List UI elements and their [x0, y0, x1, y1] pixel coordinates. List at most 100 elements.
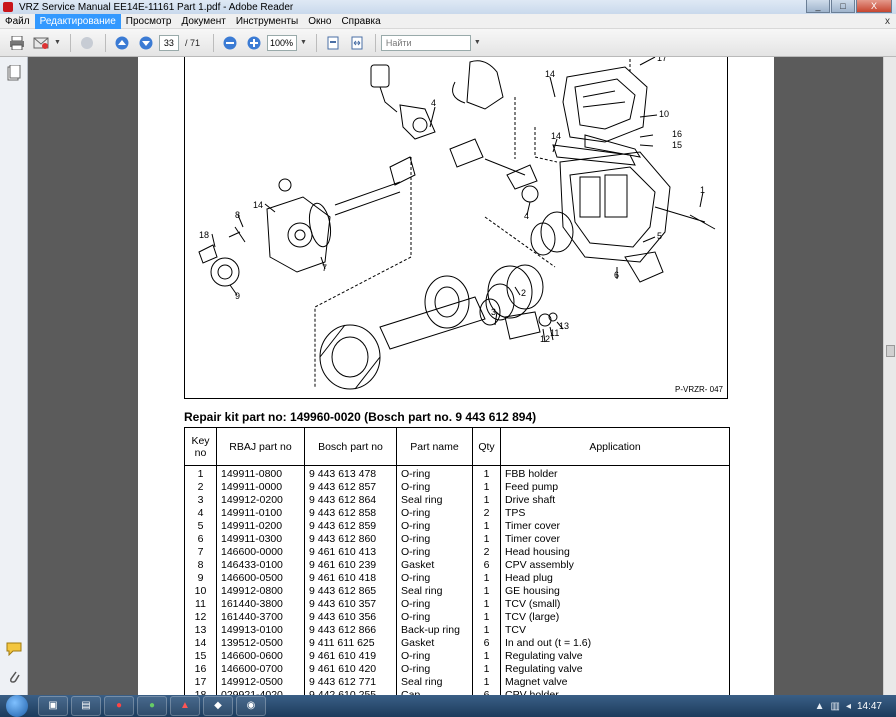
- cell-bosch-part: 9 443 612 864: [304, 494, 397, 507]
- menu-tools[interactable]: Инструменты: [235, 15, 299, 27]
- document-view[interactable]: 17 14 4 10 14 16 15 1 14 8 18 7 9 4 5 6 …: [28, 57, 883, 695]
- close-document-button[interactable]: x: [885, 15, 890, 27]
- callout-label: 15: [672, 140, 683, 150]
- col-rbaj-part: RBAJ part no: [216, 427, 305, 466]
- zoom-out-icon[interactable]: [219, 33, 241, 53]
- vertical-scrollbar[interactable]: [883, 57, 896, 695]
- fit-width-icon[interactable]: [346, 33, 368, 53]
- chevron-down-icon[interactable]: ▼: [54, 39, 61, 46]
- taskbar-explorer-icon[interactable]: ▣: [38, 696, 68, 716]
- callout-label: 14: [253, 200, 264, 210]
- cell-key-no: 1: [184, 465, 217, 481]
- cell-application: Drive shaft: [500, 494, 730, 507]
- start-button[interactable]: [6, 695, 28, 717]
- col-part-name: Part name: [396, 427, 473, 466]
- cell-rbaj-part: 146600-0000: [216, 546, 305, 559]
- pages-icon[interactable]: [6, 64, 22, 81]
- comment-icon[interactable]: [6, 642, 22, 658]
- zoom-level-input[interactable]: 100%: [266, 34, 297, 51]
- minimize-button[interactable]: _: [806, 0, 830, 13]
- cell-bosch-part: 9 443 612 865: [304, 585, 397, 598]
- network-icon[interactable]: ▥: [830, 700, 840, 712]
- callout-label: 4: [524, 211, 530, 221]
- cell-application: CPV holder: [500, 689, 730, 695]
- cell-qty: 1: [472, 465, 501, 481]
- arrow-up-icon[interactable]: [111, 33, 133, 53]
- maximize-button[interactable]: □: [831, 0, 855, 13]
- cell-application: Head housing: [500, 546, 730, 559]
- cell-bosch-part: 9 443 610 357: [304, 598, 397, 611]
- taskbar-opera-icon[interactable]: ●: [104, 696, 134, 716]
- adobe-reader-icon: [3, 2, 13, 12]
- callout-label: 12: [540, 334, 551, 344]
- taskbar-folder-icon[interactable]: ▤: [71, 696, 101, 716]
- zoom-dropdown-icon[interactable]: ▼: [299, 39, 307, 46]
- callout-label: 18: [199, 230, 210, 240]
- cell-key-no: 9: [184, 572, 217, 585]
- zoom-in-icon[interactable]: [243, 33, 265, 53]
- system-tray: ▲ ▥ ◂ 14:47: [815, 695, 896, 717]
- cell-qty: 1: [472, 598, 501, 611]
- menu-help[interactable]: Справка: [341, 15, 381, 27]
- cell-key-no: 7: [184, 546, 217, 559]
- menu-edit[interactable]: Редактирование: [34, 13, 121, 29]
- arrow-down-icon[interactable]: [135, 33, 157, 53]
- fit-page-icon[interactable]: [322, 33, 344, 53]
- cell-qty: 1: [472, 585, 501, 598]
- cell-key-no: 13: [184, 624, 217, 637]
- cell-rbaj-part: 149911-0800: [216, 465, 305, 481]
- cell-application: Regulating valve: [500, 650, 730, 663]
- tray-arrow-icon[interactable]: ▲: [814, 700, 825, 712]
- window-title: VRZ Service Manual EE14E-11161 Part 1.pd…: [19, 1, 294, 13]
- cell-rbaj-part: 149911-0000: [216, 481, 305, 494]
- cell-key-no: 12: [184, 611, 217, 624]
- search-dropdown-icon[interactable]: ▼: [473, 39, 481, 46]
- menu-file[interactable]: Файл: [5, 15, 30, 27]
- print-icon[interactable]: [6, 33, 28, 53]
- cell-application: TCV (small): [500, 598, 730, 611]
- email-icon[interactable]: [30, 33, 52, 53]
- taskbar-app-icon[interactable]: ◉: [236, 696, 266, 716]
- volume-icon[interactable]: ◂: [845, 700, 851, 712]
- menu-view[interactable]: Просмотр: [125, 15, 172, 27]
- taskbar-app-icon[interactable]: ◆: [203, 696, 233, 716]
- cell-qty: 1: [472, 533, 501, 546]
- page-number-input[interactable]: 33: [158, 34, 179, 51]
- search-input[interactable]: Найти: [380, 34, 471, 51]
- cell-application: In and out (t = 1.6): [500, 637, 730, 650]
- cell-qty: 1: [472, 572, 501, 585]
- callout-label: 11: [550, 328, 560, 338]
- menu-window[interactable]: Окно: [308, 15, 332, 27]
- menu-document[interactable]: Документ: [181, 15, 226, 27]
- cell-key-no: 14: [184, 637, 217, 650]
- cell-part-name: O-ring: [396, 572, 473, 585]
- scrollbar-thumb[interactable]: [886, 345, 895, 357]
- cell-bosch-part: 9 443 612 859: [304, 520, 397, 533]
- clock[interactable]: 14:47: [856, 700, 882, 712]
- taskbar-adobe-reader-icon[interactable]: ▲: [170, 696, 200, 716]
- cell-rbaj-part: 149911-0200: [216, 520, 305, 533]
- callout-label: 17: [657, 57, 668, 63]
- cell-rbaj-part: 149912-0800: [216, 585, 305, 598]
- repair-kit-title: Repair kit part no: 149960-0020 (Bosch p…: [184, 410, 537, 424]
- share-icon[interactable]: [76, 33, 98, 53]
- close-button[interactable]: X: [856, 0, 892, 13]
- taskbar-app-icon[interactable]: ●: [137, 696, 167, 716]
- cell-application: Feed pump: [500, 481, 730, 494]
- cell-qty: 6: [472, 559, 501, 572]
- col-key-no: Key no: [184, 427, 217, 466]
- pump-exploded-drawing: [198, 57, 716, 390]
- title-bar: VRZ Service Manual EE14E-11161 Part 1.pd…: [0, 0, 896, 14]
- cell-application: Timer cover: [500, 520, 730, 533]
- attachment-icon[interactable]: [6, 669, 22, 685]
- callout-label: 13: [559, 321, 570, 331]
